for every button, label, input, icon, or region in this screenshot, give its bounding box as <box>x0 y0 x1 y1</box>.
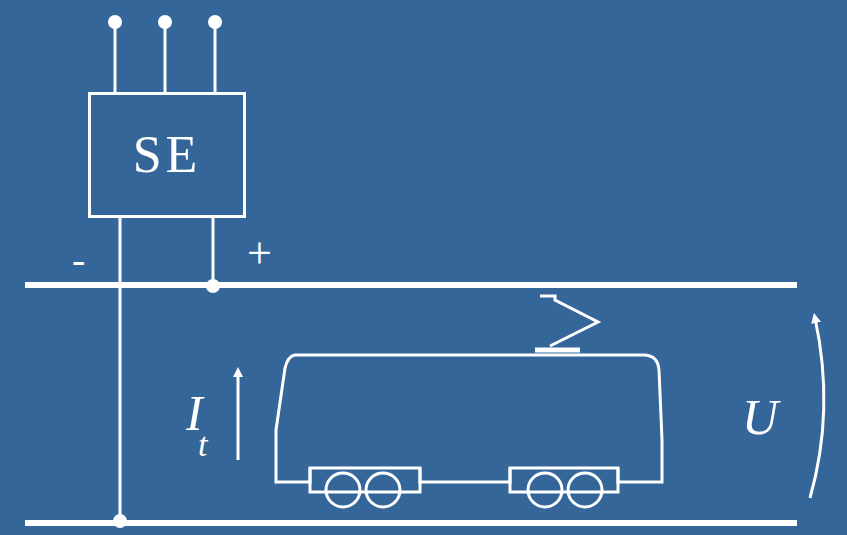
tram <box>276 296 662 507</box>
node-label: SE <box>133 129 202 181</box>
current-arrow <box>237 372 240 460</box>
schematic-label: t <box>198 428 207 462</box>
substation-box: SE <box>88 92 246 218</box>
terminal-dot <box>108 15 122 29</box>
overhead-line <box>25 282 797 288</box>
schematic-label: U <box>742 392 778 442</box>
negative-wire <box>119 217 122 522</box>
rail <box>25 520 797 526</box>
schematic-label: - <box>72 240 85 280</box>
terminal-dot <box>208 15 222 29</box>
voltage-arrow <box>810 318 824 498</box>
supply-wire <box>164 24 167 93</box>
supply-wire <box>114 24 117 93</box>
supply-wire <box>214 24 217 93</box>
positive-wire <box>212 217 215 285</box>
schematic-label: + <box>247 232 272 276</box>
terminal-dot <box>158 15 172 29</box>
